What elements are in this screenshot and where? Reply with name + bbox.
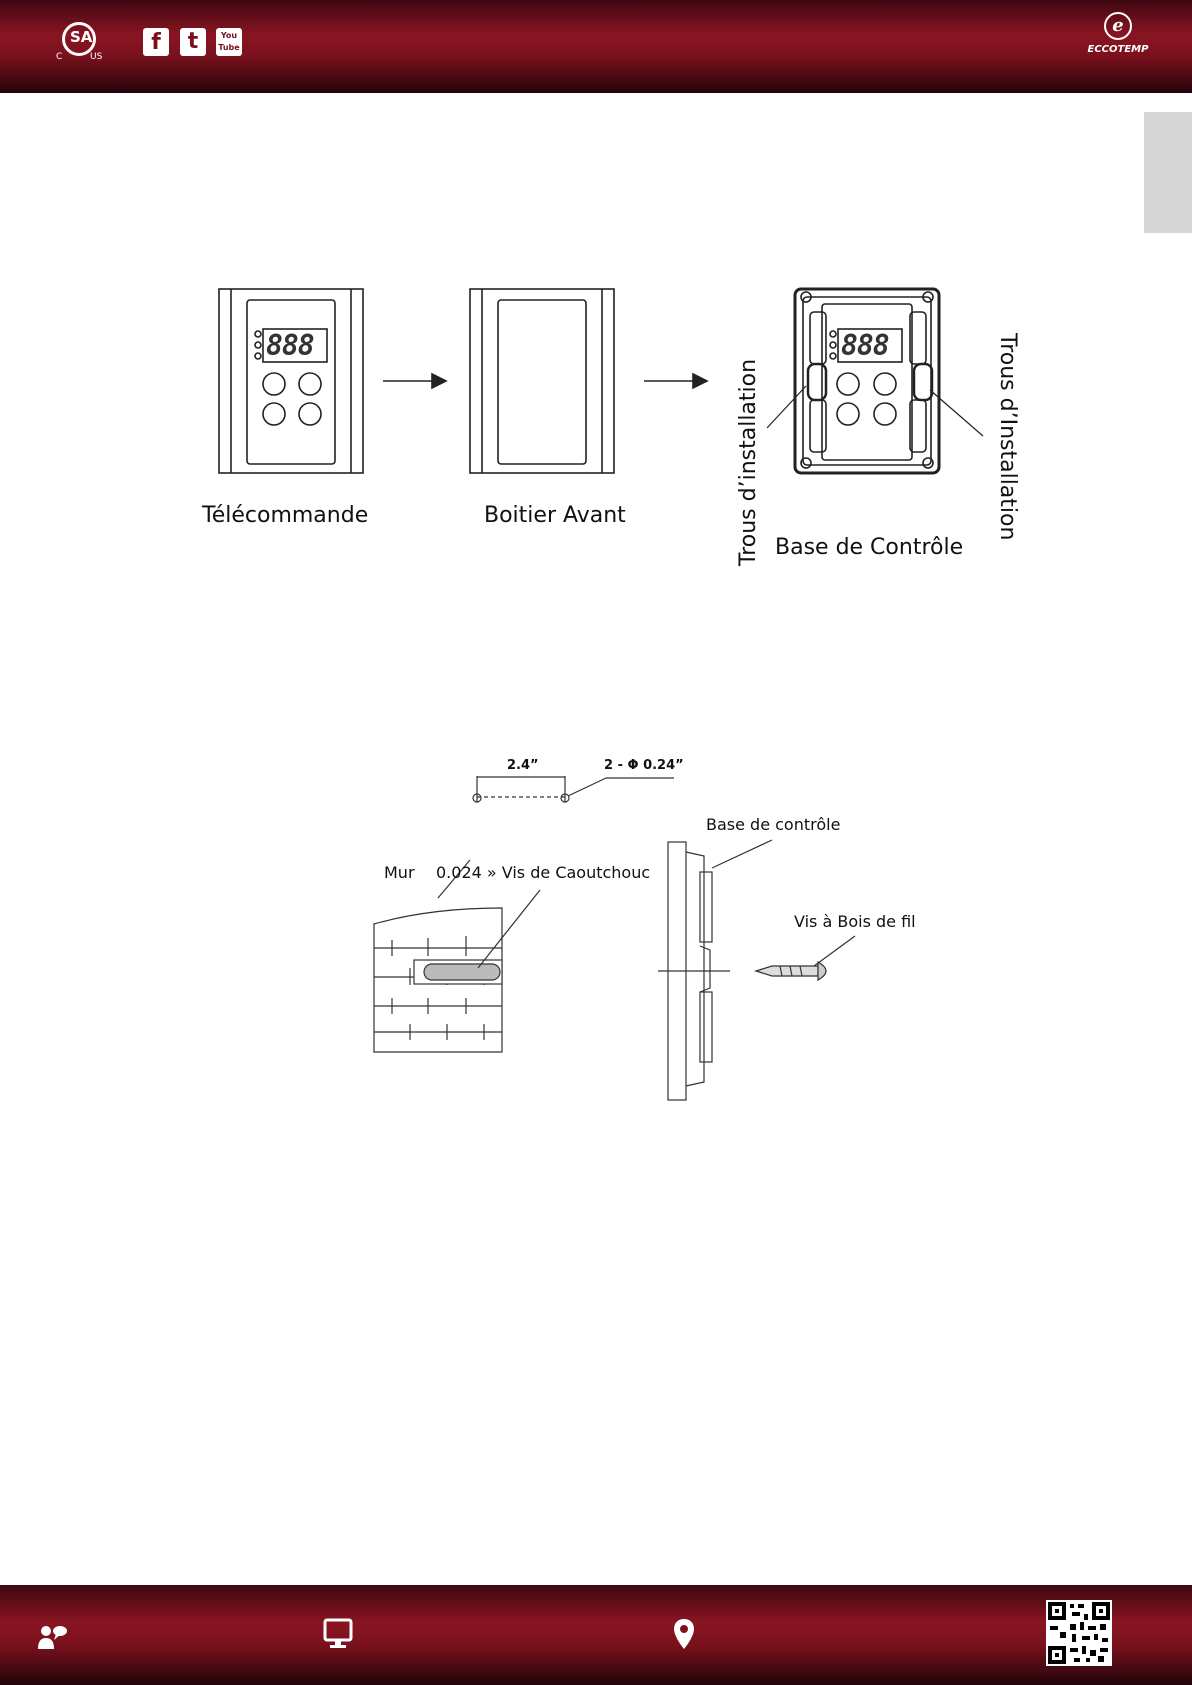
qr-code-icon[interactable] [1046, 1600, 1112, 1666]
monitor-icon[interactable] [323, 1618, 353, 1650]
footer-bar [0, 1585, 1192, 1685]
control-base-side-drawing [658, 840, 772, 1100]
wall-drawing [374, 860, 540, 1052]
dim-hole-spec: 2 - Φ 0.24” [604, 758, 684, 773]
label-wall: Mur [384, 863, 415, 882]
dim-spacing: 2.4” [507, 758, 539, 773]
location-pin-icon[interactable] [672, 1618, 696, 1650]
label-control-base-small: Base de contrôle [706, 815, 840, 834]
label-wood-screw: Vis à Bois de fil [794, 912, 916, 931]
contact-icon[interactable] [36, 1621, 68, 1651]
label-rubber-screw: 0.024 » Vis de Caoutchouc [436, 863, 650, 882]
wood-screw-drawing [756, 936, 855, 980]
